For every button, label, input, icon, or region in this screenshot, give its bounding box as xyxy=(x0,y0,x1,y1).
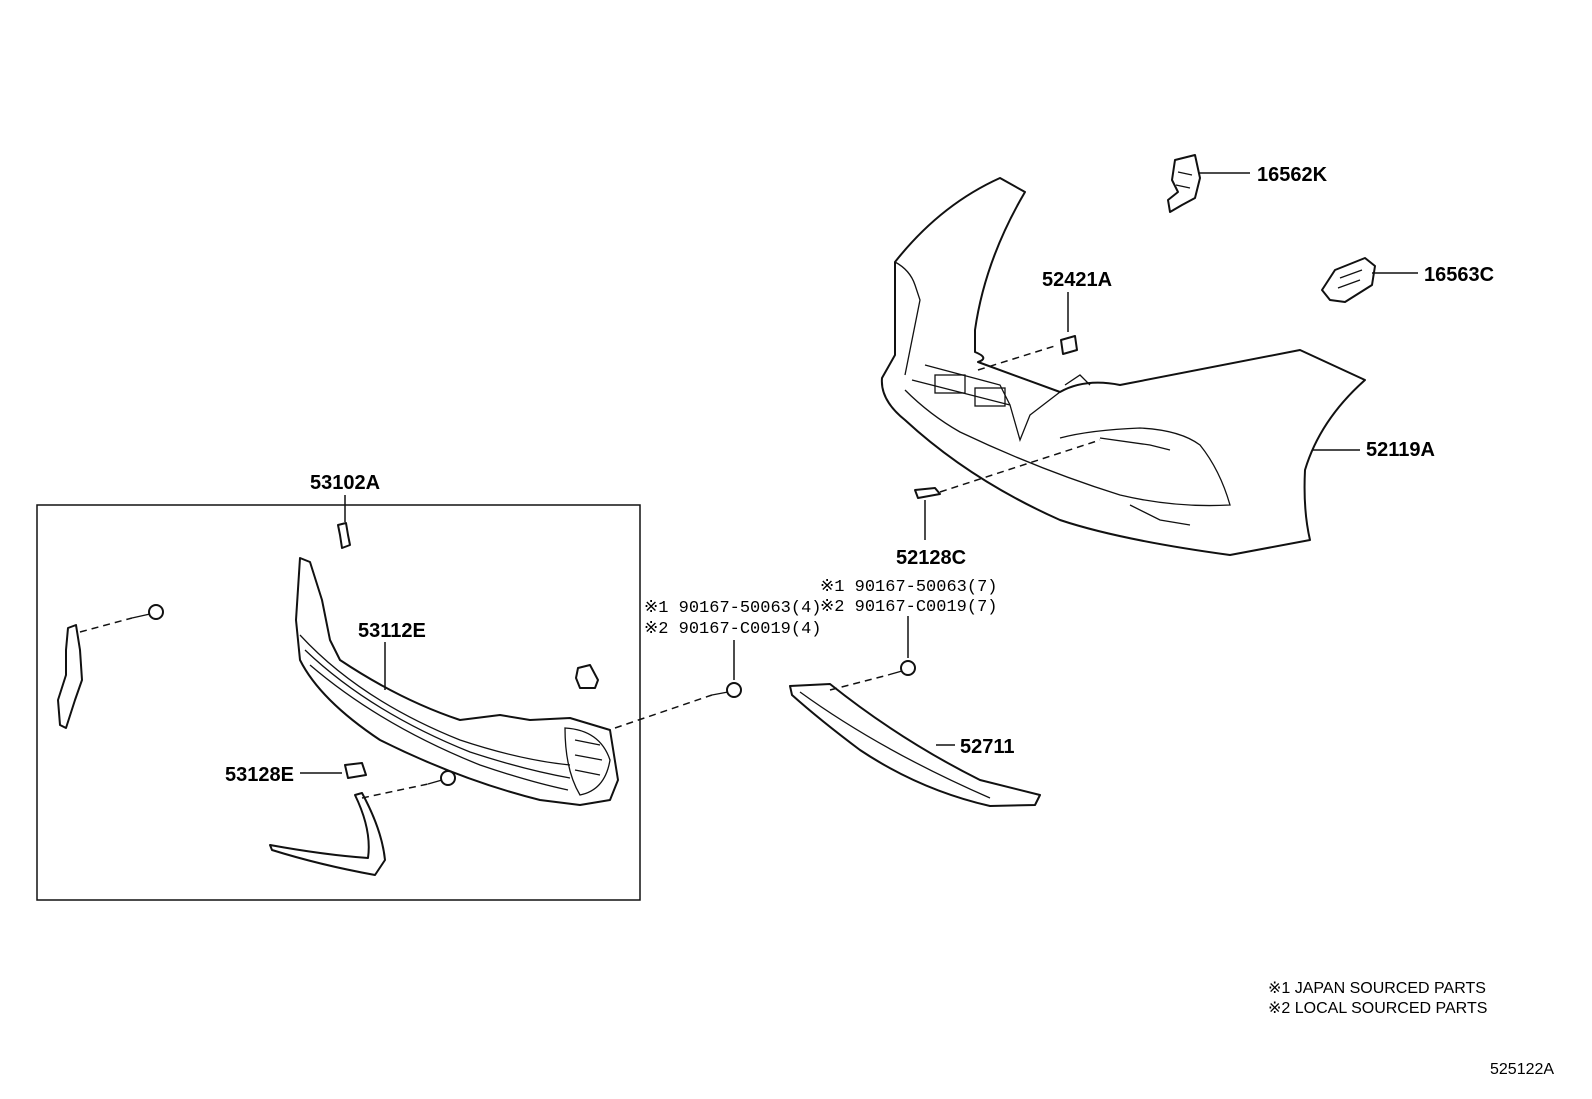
clip-52128C[interactable] xyxy=(914,487,941,499)
assembly-box-53102A xyxy=(36,504,641,901)
label-52119A: 52119A xyxy=(1366,439,1435,461)
side-bracket-left[interactable] xyxy=(57,624,83,729)
bolt-a[interactable] xyxy=(711,682,742,698)
label-bolt-a-line1: ※1 90167-50063(4) xyxy=(644,599,821,618)
label-bolt-b-line1: ※1 90167-50063(7) xyxy=(820,578,997,597)
label-53112E: 53112E xyxy=(358,620,426,642)
bracket-small[interactable] xyxy=(575,664,599,689)
legend-note-2: ※2 LOCAL SOURCED PARTS xyxy=(1268,1000,1487,1017)
diagram-id: 525122A xyxy=(1490,1061,1554,1078)
cap-53128E[interactable] xyxy=(344,762,367,779)
label-53102A: 53102A xyxy=(310,472,380,494)
bracket-16562K[interactable] xyxy=(1167,154,1201,213)
bracket-16563C[interactable] xyxy=(1321,257,1376,303)
spoiler-52711[interactable] xyxy=(789,683,1041,807)
label-52711: 52711 xyxy=(960,736,1015,758)
legend-note-1: ※1 JAPAN SOURCED PARTS xyxy=(1268,980,1486,997)
label-16562K: 16562K xyxy=(1257,164,1328,186)
grille-53112E[interactable] xyxy=(295,557,619,806)
label-52421A: 52421A xyxy=(1042,269,1112,291)
label-53128E: 53128E xyxy=(225,764,294,786)
label-52128C: 52128C xyxy=(896,547,966,569)
label-16563C: 16563C xyxy=(1424,264,1494,286)
pad-52421A[interactable] xyxy=(1060,335,1078,355)
clip-top[interactable] xyxy=(337,522,351,549)
label-bolt-a-line2: ※2 90167-C0019(4) xyxy=(644,620,821,639)
leader-lines xyxy=(79,172,1418,799)
bumper-cover-52119A[interactable] xyxy=(880,177,1366,556)
bolt-lower[interactable] xyxy=(427,770,456,786)
garnish-moulding[interactable] xyxy=(269,792,386,876)
label-bolt-b-line2: ※2 90167-C0019(7) xyxy=(820,598,997,617)
bolt-b[interactable] xyxy=(887,660,916,676)
bolt-left[interactable] xyxy=(131,604,164,620)
